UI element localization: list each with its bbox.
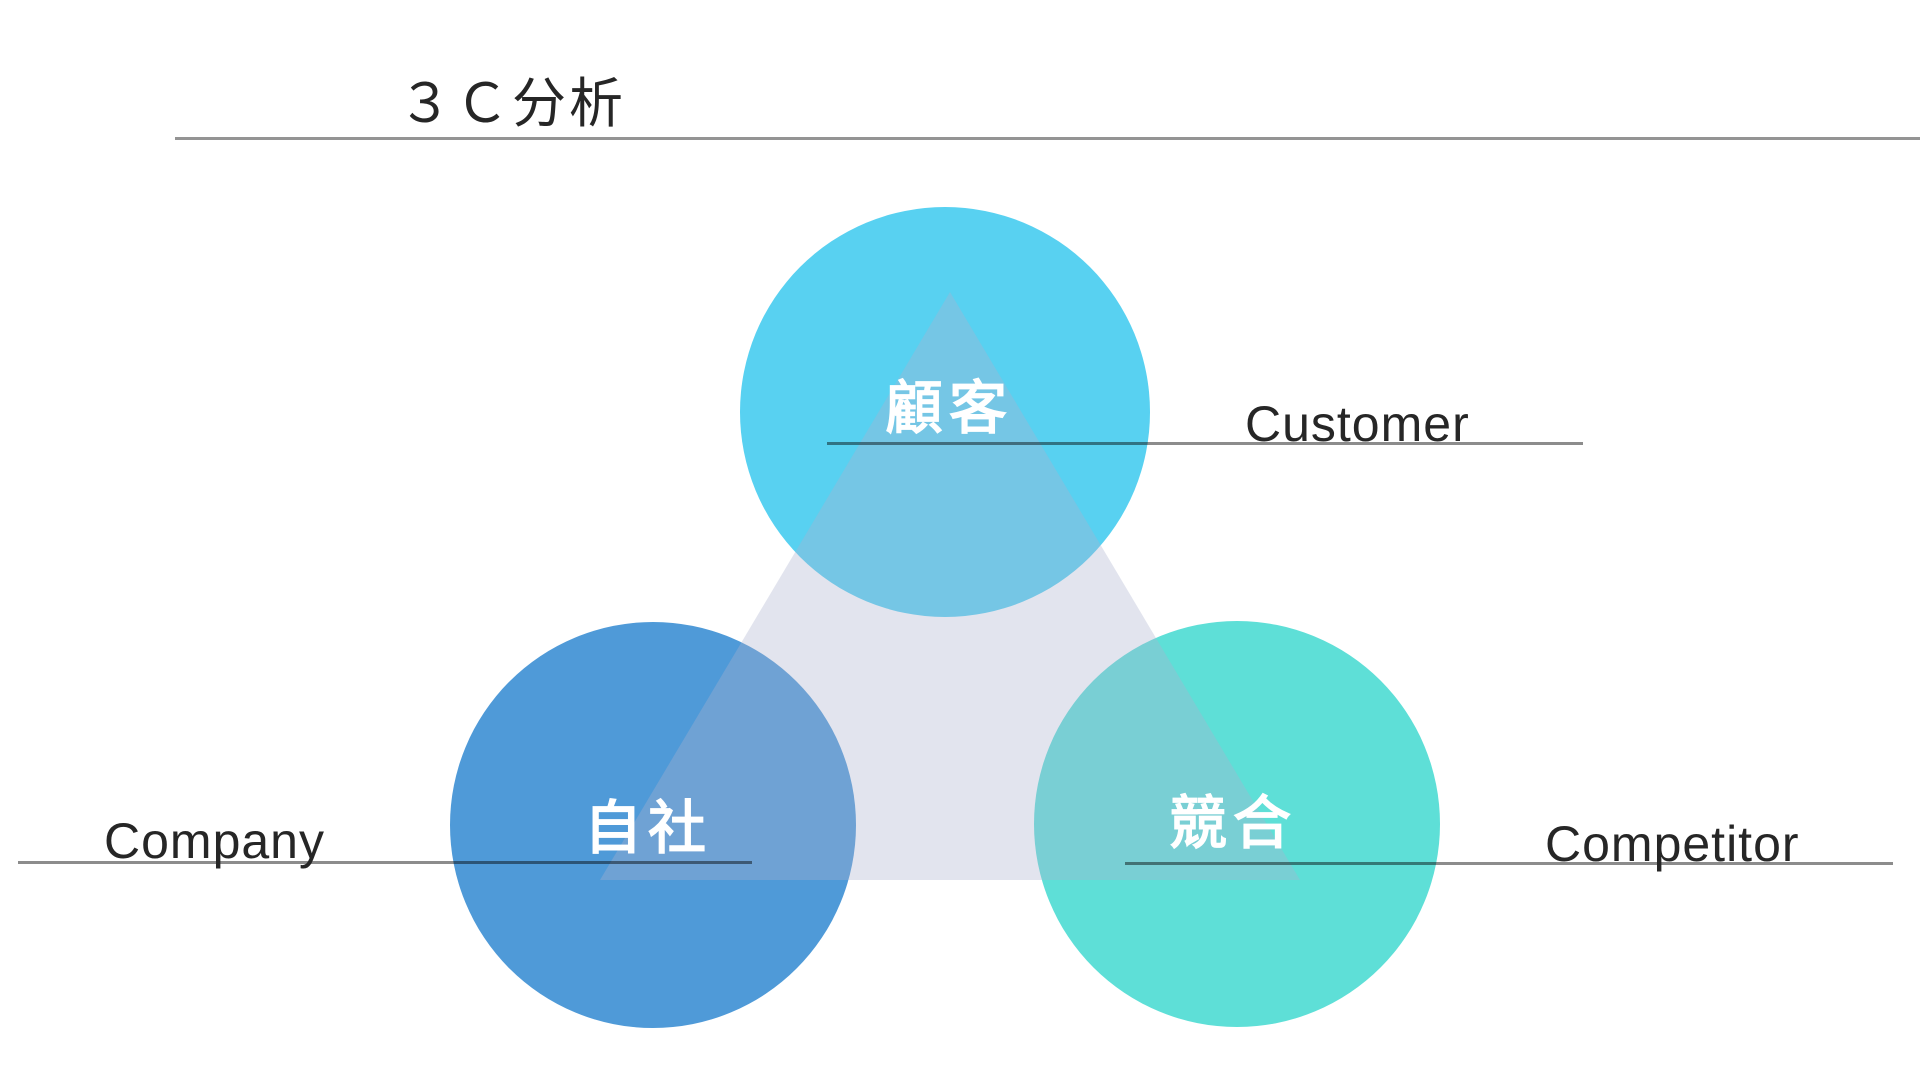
connector-line-customer bbox=[827, 442, 1583, 445]
circle-competitor bbox=[1034, 621, 1440, 1027]
connector-line-competitor bbox=[1125, 862, 1893, 865]
connector-line-company bbox=[18, 861, 752, 864]
label-customer-en: Customer bbox=[1245, 396, 1470, 452]
circle-company bbox=[450, 622, 856, 1028]
circle-customer bbox=[740, 207, 1150, 617]
page-title: ３Ｃ分析 bbox=[398, 74, 626, 134]
label-company-ja: 自社 bbox=[583, 796, 713, 861]
label-competitor-en: Competitor bbox=[1545, 816, 1800, 872]
title-underline bbox=[175, 137, 1920, 140]
label-company-en: Company bbox=[104, 813, 325, 869]
label-competitor-ja: 競合 bbox=[1168, 791, 1298, 856]
label-customer-ja: 顧客 bbox=[884, 376, 1014, 441]
